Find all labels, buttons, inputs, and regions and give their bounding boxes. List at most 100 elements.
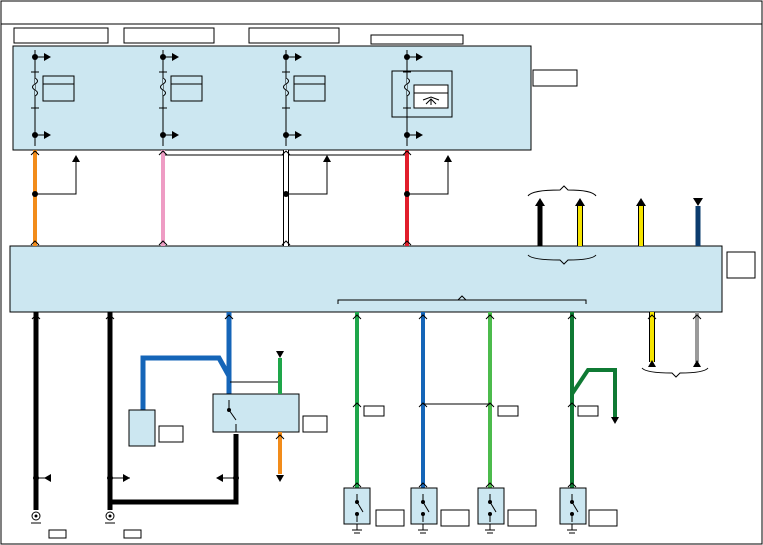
- arrow-icon: [648, 360, 656, 367]
- connector-chevron-icon: [485, 314, 495, 320]
- connector-chevron-icon: [275, 434, 285, 440]
- arrow-icon: [693, 360, 701, 367]
- connector-chevron-icon: [567, 482, 577, 488]
- bcm-bracket-tip: [457, 295, 467, 301]
- lamp-frame: [391, 70, 453, 118]
- branch-line: [286, 162, 328, 195]
- door-switch-label: [507, 509, 537, 527]
- switch-contact: [488, 500, 492, 504]
- door-switch-label: [375, 509, 405, 527]
- fuse-header-box-1: [13, 27, 109, 44]
- connector-chevron-icon: [30, 240, 40, 246]
- arrow-icon: [611, 417, 619, 424]
- ground-label-1: [48, 529, 67, 539]
- fuse-label-box: [170, 75, 203, 102]
- arrow-icon: [172, 53, 179, 61]
- arrow-icon: [636, 198, 646, 206]
- switch-contact: [488, 512, 492, 516]
- switch-contact: [355, 500, 359, 504]
- switch-contact: [421, 500, 425, 504]
- connector-chevron-icon: [352, 402, 362, 408]
- upper-wires: [30, 150, 452, 246]
- door-switch-label: [302, 415, 328, 433]
- door-switch-icon-box: [410, 487, 438, 525]
- arrow-icon: [444, 155, 452, 162]
- wire-dark-green-branch: [570, 368, 617, 420]
- connector-chevron-icon: [31, 314, 41, 320]
- door-switch-label: [588, 509, 618, 527]
- arrow-icon: [535, 198, 545, 206]
- connector-chevron-icon: [402, 150, 412, 156]
- bcm-label: [726, 251, 756, 279]
- connector-chevron-icon: [281, 150, 291, 156]
- arrow-icon: [416, 53, 423, 61]
- connector-chevron-icon: [402, 240, 412, 246]
- sensor-box: [128, 409, 156, 447]
- lower-wires: [31, 312, 709, 539]
- door-switch-label: [440, 509, 470, 527]
- arrow-icon: [44, 474, 51, 482]
- lower-right-bracket: [641, 367, 709, 378]
- bcm-bracket: [337, 299, 587, 304]
- switch-contact: [570, 500, 574, 504]
- conn-label: [497, 405, 519, 417]
- fuse-icon: [32, 77, 38, 97]
- switch-contact: [355, 512, 359, 516]
- arrow-icon: [72, 155, 80, 162]
- arrow-icon: [172, 131, 179, 139]
- sensor-label: [158, 425, 184, 443]
- connector-chevron-icon: [158, 240, 168, 246]
- right-upper-connectors: [527, 185, 703, 265]
- upper-bracket: [527, 185, 597, 197]
- connector-chevron-icon: [418, 402, 428, 408]
- arrow-icon: [276, 475, 284, 482]
- branch-line: [35, 162, 77, 195]
- connector-chevron-icon: [485, 402, 495, 408]
- arrow-icon: [216, 474, 223, 482]
- lamp-icon: [422, 96, 440, 105]
- switch-contact: [570, 512, 574, 516]
- connector-chevron-icon: [224, 314, 234, 320]
- fuse-header-box-2: [123, 27, 215, 44]
- fuse-icon: [160, 77, 166, 97]
- connector-chevron-icon: [105, 314, 115, 320]
- fuse-label-box: [42, 75, 75, 102]
- connector-chevron-icon: [418, 482, 428, 488]
- fuse-icon: [404, 77, 410, 97]
- switch-contact: [421, 512, 425, 516]
- fuse-header-box-3: [248, 27, 340, 44]
- connector-chevron-icon: [485, 482, 495, 488]
- conn-label: [577, 405, 599, 417]
- conn-label: [363, 405, 385, 417]
- body-control-module: [9, 245, 723, 313]
- arrow-icon: [693, 198, 703, 206]
- fuse-relay-box: [12, 45, 532, 151]
- connector-chevron-icon: [647, 314, 657, 320]
- fuse-header-box-4: [370, 34, 464, 45]
- arrow-icon: [295, 131, 302, 139]
- arrow-icon: [44, 53, 51, 61]
- arrow-icon: [416, 131, 423, 139]
- wire-black-to-switch: [107, 434, 239, 508]
- connector-chevron-icon: [692, 314, 702, 320]
- arrow-icon: [44, 131, 51, 139]
- connector-chevron-icon: [281, 240, 291, 246]
- connector-chevron-icon: [567, 314, 577, 320]
- connector-chevron-icon: [418, 314, 428, 320]
- connector-chevron-icon: [352, 314, 362, 320]
- door-switch-icon-box: [477, 487, 505, 525]
- connector-chevron-icon: [352, 482, 362, 488]
- connector-chevron-icon: [158, 150, 168, 156]
- fuse-box-label: [532, 69, 578, 87]
- switch-contact: [227, 408, 231, 412]
- ground-icon-center: [34, 514, 38, 518]
- fuse-columns: [31, 50, 453, 156]
- connector-chevron-icon: [30, 150, 40, 156]
- connector-chevron-icon: [567, 402, 577, 408]
- arrow-icon: [295, 53, 302, 61]
- fuse-icon: [283, 77, 289, 97]
- lower-bracket: [527, 254, 597, 265]
- arrow-icon: [323, 155, 331, 162]
- arrow-icon: [123, 474, 130, 482]
